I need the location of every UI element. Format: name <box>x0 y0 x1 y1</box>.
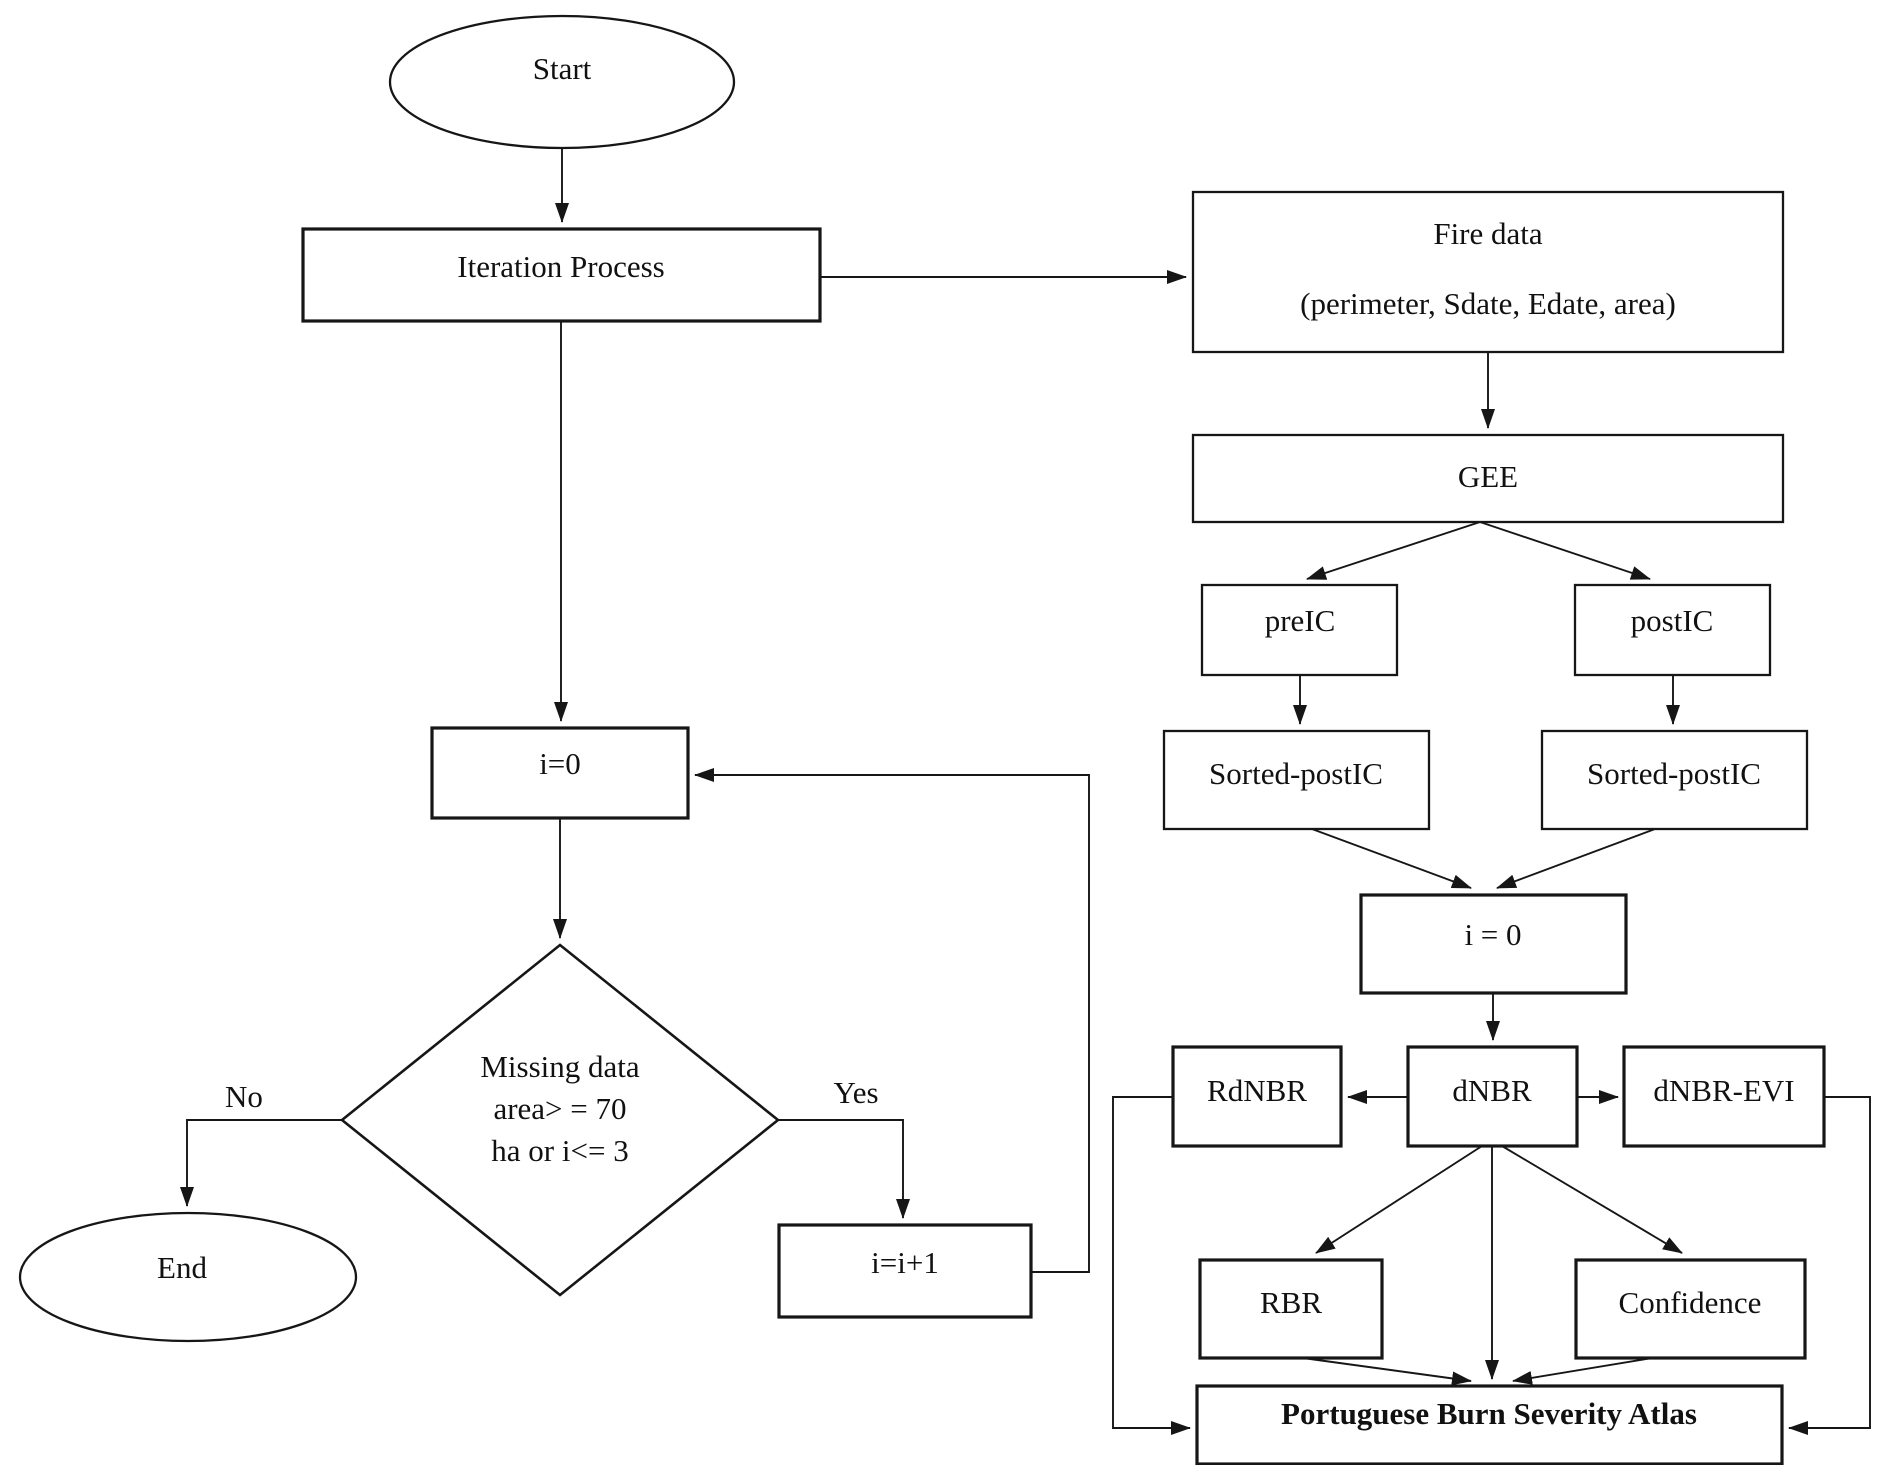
node-fire-data-title: Fire data <box>1433 216 1543 251</box>
node-fire-data <box>1191 190 1785 354</box>
node-rdnbr <box>1171 1045 1343 1148</box>
node-i-plus-one-label: i=i+1 <box>871 1245 939 1280</box>
node-sorted-postic-right-label: Sorted-postIC <box>1587 756 1761 791</box>
node-portuguese-burn-severity-atlas <box>1195 1384 1784 1465</box>
node-gee-label: GEE <box>1458 459 1518 494</box>
edge-gee-to-preic <box>1306 521 1481 580</box>
node-i-zero-left <box>430 726 690 820</box>
edge-label-yes: Yes <box>833 1075 878 1110</box>
node-atlas-label: Portuguese Burn Severity Atlas <box>1281 1396 1697 1431</box>
node-iteration-process <box>301 227 822 323</box>
node-rbr-label: RBR <box>1260 1285 1322 1320</box>
node-confidence-label: Confidence <box>1619 1285 1762 1320</box>
edge-confidence-to-atlas <box>1512 1357 1653 1385</box>
node-end <box>18 1211 358 1343</box>
node-confidence <box>1574 1258 1807 1360</box>
edge-dnbr-to-confidence <box>1501 1145 1683 1254</box>
edge-sorted-right-to-i-zero <box>1496 828 1656 889</box>
node-postic-label: postIC <box>1631 603 1714 638</box>
node-dnbr-evi-label: dNBR-EVI <box>1653 1073 1794 1108</box>
node-i-zero-right-label: i = 0 <box>1464 917 1521 952</box>
node-sorted-postic-right <box>1540 729 1809 831</box>
edge-decision-yes-to-i-plus <box>778 1119 910 1219</box>
node-dnbr-evi <box>1622 1045 1826 1148</box>
node-start <box>388 14 736 150</box>
edge-label-no: No <box>225 1079 263 1114</box>
node-decision-line3: ha or i<= 3 <box>491 1133 628 1168</box>
node-decision-line2: area> = 70 <box>493 1091 626 1126</box>
node-dnbr <box>1406 1045 1579 1148</box>
node-fire-data-params: (perimeter, Sdate, Edate, area) <box>1300 286 1676 321</box>
edge-rbr-to-atlas <box>1302 1357 1472 1386</box>
edge-i-plus-loop-to-i-zero-left <box>694 768 1090 1273</box>
node-preic-label: preIC <box>1265 603 1336 638</box>
edge-gee-to-postic <box>1479 521 1651 580</box>
node-i-zero-left-label: i=0 <box>539 746 581 781</box>
edge-decision-no-to-end <box>180 1119 342 1207</box>
node-sorted-postic-left <box>1162 729 1431 831</box>
node-postic <box>1573 583 1772 677</box>
node-iteration-process-label: Iteration Process <box>457 249 664 284</box>
node-i-zero-right <box>1359 893 1628 995</box>
node-rdnbr-label: RdNBR <box>1207 1073 1307 1108</box>
node-rbr <box>1198 1258 1384 1360</box>
node-dnbr-label: dNBR <box>1452 1073 1532 1108</box>
node-preic <box>1200 583 1399 677</box>
edge-sorted-left-to-i-zero <box>1311 828 1472 889</box>
node-sorted-postic-left-label: Sorted-postIC <box>1209 756 1383 791</box>
edge-dnbr-to-rbr <box>1315 1145 1483 1254</box>
node-decision-line1: Missing data <box>480 1049 640 1084</box>
edge-rdnbr-rail-to-atlas <box>1112 1096 1191 1435</box>
edge-dnbr-evi-rail-to-atlas <box>1788 1096 1871 1435</box>
node-gee <box>1191 433 1785 524</box>
node-decision-diamond <box>339 943 781 1297</box>
node-end-label: End <box>157 1250 207 1285</box>
node-i-plus-one <box>777 1223 1033 1319</box>
node-start-label: Start <box>533 51 592 86</box>
